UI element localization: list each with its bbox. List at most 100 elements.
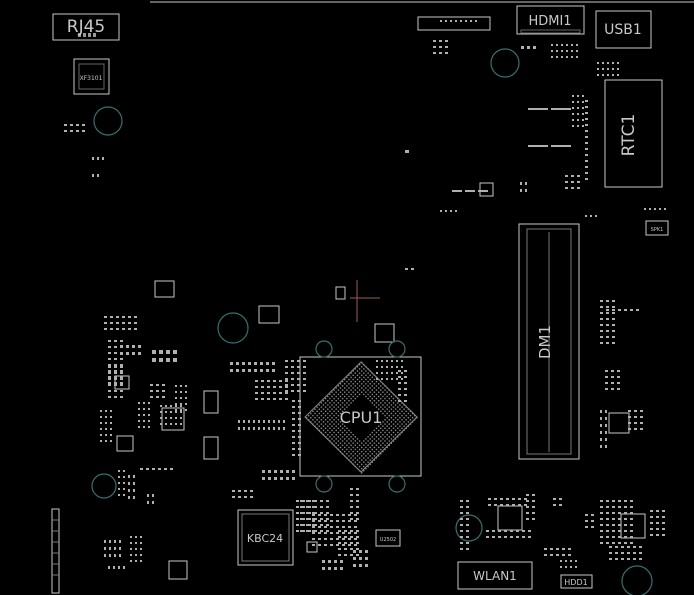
bga-pad (373, 455, 376, 457)
smd-pad (255, 398, 258, 400)
usb-connector (595, 10, 652, 49)
smd-pad (279, 398, 282, 400)
mounting-hole (217, 312, 249, 344)
smd-pad (662, 510, 665, 512)
smd-pad (160, 411, 162, 413)
bga-pad (375, 453, 378, 455)
smd-pad (630, 518, 633, 520)
smd-pad (312, 538, 315, 540)
bga-pad (331, 400, 333, 402)
bga-pad (316, 423, 318, 425)
bga-pad (378, 395, 380, 398)
bga-pad (333, 423, 335, 425)
smd-pad (621, 558, 624, 560)
smd-pad (306, 524, 309, 526)
smd-pad (291, 390, 294, 392)
smd-pad (640, 428, 643, 430)
ic-square (168, 560, 188, 580)
bga-pad (333, 397, 335, 400)
bga-pad (352, 459, 354, 461)
smd-pad (135, 554, 137, 556)
smd-pad (130, 560, 132, 562)
smd-pad (76, 124, 79, 126)
smd-pad (120, 345, 123, 348)
bga-pad (373, 391, 376, 393)
smd-pad (662, 522, 665, 524)
bga-pad (327, 425, 329, 427)
smd-pad (606, 506, 609, 508)
smd-pad (148, 414, 150, 416)
smd-pad (640, 410, 643, 412)
bga-pad (337, 431, 340, 434)
wlan-label: WLAN1 (473, 569, 517, 583)
bga-pad (390, 404, 393, 406)
smd-pad (110, 434, 112, 436)
bga-pad (388, 397, 390, 400)
bga-pad (341, 380, 344, 383)
bga-pad (394, 404, 397, 406)
bga-pad (397, 414, 399, 417)
smd-pad (405, 150, 409, 153)
bga-pad (337, 406, 340, 408)
smd-pad (605, 382, 608, 384)
smd-pad (348, 520, 351, 522)
smd-pad (348, 514, 351, 516)
smd-pad (460, 20, 462, 22)
bga-pad (380, 397, 382, 400)
smd-pad (160, 423, 162, 425)
smd-pad (595, 215, 597, 217)
bga-pad (356, 370, 359, 372)
smd-pad (516, 530, 519, 532)
smd-pad (612, 536, 615, 538)
smd-pad (649, 208, 651, 210)
smd-pad (180, 409, 182, 411)
smd-pad (356, 530, 359, 532)
bga-pad (318, 404, 320, 406)
bga-pad (394, 417, 397, 419)
bga-pad (339, 446, 342, 449)
smd-pad (130, 548, 132, 550)
smd-pad (298, 448, 301, 450)
smd-pad (617, 68, 619, 70)
bga-pad (348, 429, 350, 432)
smd-pad (621, 552, 624, 554)
bga-pad (346, 436, 348, 438)
smd-pad (291, 378, 294, 380)
smd-pad (285, 366, 288, 368)
smd-pad (532, 518, 535, 520)
smd-pad (148, 420, 150, 422)
smd-pad (605, 417, 607, 420)
smd-pad (70, 130, 73, 132)
smd-pad (551, 56, 553, 58)
smd-pad (656, 516, 659, 518)
smd-pad (242, 362, 245, 365)
smd-pad (582, 113, 584, 115)
bga-pad (386, 425, 388, 427)
smd-pad (308, 512, 311, 514)
smd-pad (559, 504, 562, 506)
smd-pad (618, 309, 621, 311)
smd-pad (120, 340, 123, 342)
smd-pad (440, 210, 442, 212)
bga-pad (403, 429, 405, 432)
bga-pad (367, 440, 369, 442)
smd-pad (267, 398, 270, 400)
smd-pad (300, 506, 303, 508)
bga-pad (386, 429, 388, 432)
smd-pad (606, 542, 609, 544)
smd-pad (283, 420, 285, 423)
smd-pad (128, 322, 131, 324)
smd-pad (624, 536, 627, 538)
bga-pad (409, 423, 412, 425)
smd-pad (630, 500, 633, 502)
smd-pad (612, 74, 614, 76)
bga-pad (358, 448, 361, 451)
bga-pad (331, 434, 333, 436)
bga-pad (354, 440, 356, 442)
smd-pad (148, 426, 150, 428)
bga-pad (337, 397, 340, 400)
smd-pad (348, 544, 351, 546)
smd-pad (110, 328, 113, 330)
bga-pad (380, 453, 382, 455)
smd-pad (585, 136, 588, 138)
